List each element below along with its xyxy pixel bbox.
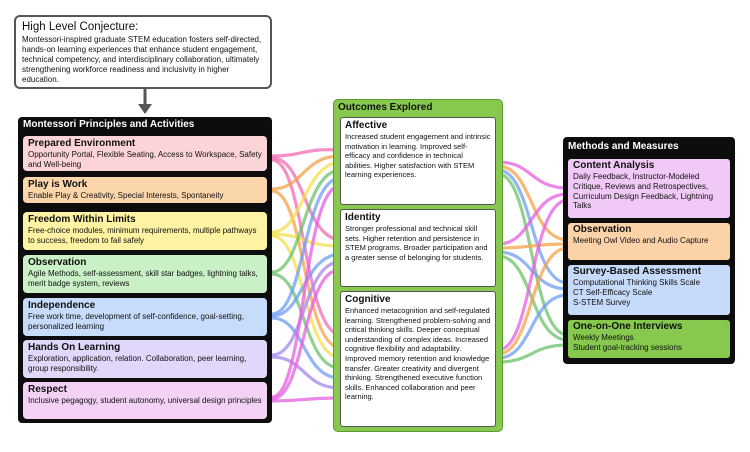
flow-identity-observation bbox=[496, 242, 570, 250]
outcome-desc: Increased student engagement and intrins… bbox=[345, 132, 491, 180]
method-observation: Observation Meeting Owl Video and Audio … bbox=[568, 223, 730, 260]
outcome-affective: Affective Increased student engagement a… bbox=[340, 117, 496, 205]
principle-desc: Free-choice modules, minimum requirement… bbox=[28, 226, 257, 245]
flow-observation-cognitive bbox=[270, 272, 342, 370]
flow-affective-interviews bbox=[496, 172, 570, 337]
flow-respect-affective bbox=[270, 184, 342, 399]
outcome-title: Affective bbox=[345, 120, 388, 131]
method-one-on-one-interviews: One-on-One Interviews Weekly Meetings St… bbox=[568, 320, 730, 358]
principle-desc: Exploration, application, relation. Coll… bbox=[28, 354, 247, 373]
principle-desc: Inclusive pegagogy, student autonomy, un… bbox=[28, 396, 262, 405]
flow-handson-identity bbox=[270, 260, 342, 357]
method-desc: Weekly Meetings Student goal-tracking se… bbox=[573, 333, 682, 352]
principles-title: Montessori Principles and Activities bbox=[23, 119, 195, 130]
principle-title: Respect bbox=[28, 384, 67, 395]
flow-respect-cognitive bbox=[270, 396, 342, 403]
conjecture-box: High Level Conjecture: Montessori-inspir… bbox=[14, 15, 272, 89]
methods-panel: Methods and Measures Content Analysis Da… bbox=[563, 137, 735, 364]
flow-independence-cognitive bbox=[270, 316, 342, 380]
principle-title: Play is Work bbox=[28, 179, 88, 190]
conjecture-title: High Level Conjecture: bbox=[22, 21, 139, 33]
principle-desc: Enable Play & Creativity, Special Intere… bbox=[28, 191, 224, 200]
principle-title: Independence bbox=[28, 300, 96, 311]
method-desc: Computational Thinking Skills Scale CT S… bbox=[573, 278, 701, 307]
flow-cognitive-survey bbox=[496, 293, 570, 360]
conjecture-arrow bbox=[138, 89, 152, 114]
flow-independence-affective bbox=[270, 176, 342, 316]
principle-hands-on-learning: Hands On Learning Exploration, applicati… bbox=[23, 340, 267, 378]
flow-independence-identity bbox=[270, 252, 342, 318]
outcome-desc: Enhanced metacognition and self-regulate… bbox=[345, 306, 491, 402]
method-title: Content Analysis bbox=[573, 160, 655, 171]
principle-title: Observation bbox=[28, 257, 87, 268]
flow-cognitive-content bbox=[496, 198, 570, 352]
flow-play-cognitive bbox=[270, 189, 342, 350]
principle-observation: Observation Agile Methods, self-assessme… bbox=[23, 255, 267, 293]
outcomes-panel: Outcomes Explored Affective Increased st… bbox=[333, 99, 503, 432]
flow-affective-content bbox=[496, 160, 570, 190]
principle-play-is-work: Play is Work Enable Play & Creativity, S… bbox=[23, 177, 267, 203]
flow-handson-cognitive bbox=[270, 355, 342, 390]
method-title: Survey-Based Assessment bbox=[573, 266, 702, 277]
methods-title: Methods and Measures bbox=[568, 141, 679, 152]
principle-title: Prepared Environment bbox=[28, 138, 136, 149]
principle-freedom-within-limits: Freedom Within Limits Free-choice module… bbox=[23, 212, 267, 250]
principle-independence: Independence Free work time, development… bbox=[23, 298, 267, 336]
principle-title: Freedom Within Limits bbox=[28, 214, 136, 225]
flow-cognitive-observation bbox=[496, 246, 570, 356]
outcome-cognitive: Cognitive Enhanced metacognition and sel… bbox=[340, 291, 496, 427]
conjecture-body: Montessori-inspired graduate STEM educat… bbox=[22, 35, 262, 84]
flow-cognitive-interviews bbox=[496, 343, 570, 364]
principle-desc: Free work time, development of self-conf… bbox=[28, 312, 245, 331]
flow-identity-content bbox=[496, 192, 570, 246]
outcome-identity: Identity Stronger professional and techn… bbox=[340, 209, 496, 287]
outcome-title: Identity bbox=[345, 212, 381, 223]
flow-play-affective bbox=[270, 154, 342, 191]
flow-respect-identity bbox=[270, 268, 342, 401]
principle-respect: Respect Inclusive pegagogy, student auto… bbox=[23, 382, 267, 419]
method-title: Observation bbox=[573, 224, 632, 235]
method-survey-based-assessment: Survey-Based Assessment Computational Th… bbox=[568, 265, 730, 315]
flow-prepared-affective bbox=[270, 148, 342, 158]
flow-affective-observation bbox=[496, 164, 570, 242]
principle-prepared-environment: Prepared Environment Opportunity Portal,… bbox=[23, 136, 267, 171]
principle-desc: Opportunity Portal, Flexible Seating, Ac… bbox=[28, 150, 262, 169]
flow-freedom-affective bbox=[270, 160, 342, 234]
principles-panel: Montessori Principles and Activities Pre… bbox=[18, 117, 272, 423]
flow-observation-affective bbox=[270, 168, 342, 274]
method-desc: Daily Feedback, Instructor-Modeled Criti… bbox=[573, 172, 714, 211]
flow-affective-survey bbox=[496, 168, 570, 285]
method-desc: Meeting Owl Video and Audio Capture bbox=[573, 236, 709, 245]
flow-freedom-identity bbox=[270, 232, 342, 248]
outcome-desc: Stronger professional and technical skil… bbox=[345, 224, 488, 262]
principle-desc: Agile Methods, self-assessment, skill st… bbox=[28, 269, 258, 288]
principle-title: Hands On Learning bbox=[28, 342, 121, 353]
method-title: One-on-One Interviews bbox=[573, 321, 683, 332]
outcomes-title: Outcomes Explored bbox=[338, 102, 433, 113]
outcome-title: Cognitive bbox=[345, 294, 391, 305]
method-content-analysis: Content Analysis Daily Feedback, Instruc… bbox=[568, 159, 730, 218]
